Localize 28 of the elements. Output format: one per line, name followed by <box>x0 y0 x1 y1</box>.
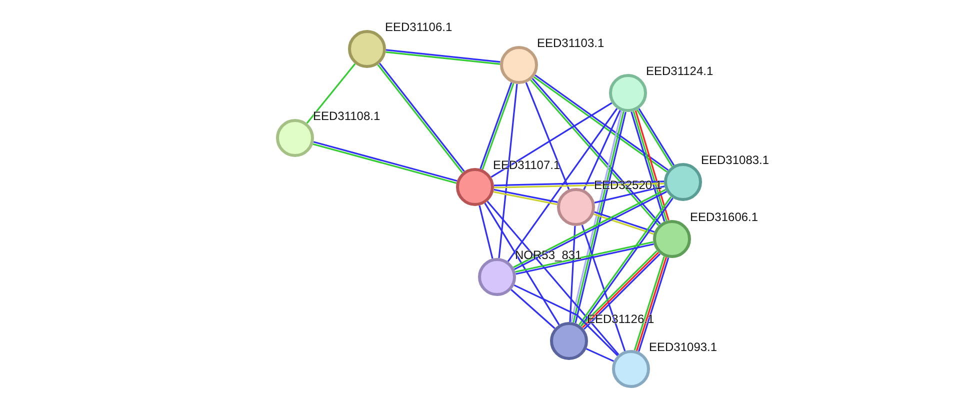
protein-node <box>609 74 647 112</box>
protein-node <box>456 168 494 206</box>
protein-node <box>500 46 538 84</box>
interaction-line <box>583 110 621 190</box>
protein-node <box>478 258 516 296</box>
interaction-line <box>306 63 356 124</box>
interaction-line <box>478 205 494 259</box>
interaction-line <box>486 200 620 356</box>
protein-node <box>348 30 386 68</box>
interaction-line <box>569 226 576 322</box>
interaction-line <box>510 289 556 329</box>
interaction-line <box>581 224 626 352</box>
protein-node <box>664 163 702 201</box>
interaction-line <box>498 84 518 258</box>
protein-node <box>612 350 650 388</box>
protein-node <box>557 188 595 226</box>
node-label: EED31606.1 <box>690 210 758 224</box>
protein-node <box>653 220 691 258</box>
node-label: EED31124.1 <box>646 64 714 78</box>
node-label: EED31103.1 <box>537 36 604 50</box>
node-label: EED31108.1 <box>313 109 380 123</box>
node-label: EED31093.1 <box>649 340 718 354</box>
node-label: EED31083.1 <box>701 153 770 167</box>
interaction-line <box>494 188 558 203</box>
node-label: EED31106.1 <box>385 20 452 34</box>
protein-node <box>550 322 588 360</box>
interaction-line <box>493 191 558 206</box>
protein-node <box>276 119 314 157</box>
